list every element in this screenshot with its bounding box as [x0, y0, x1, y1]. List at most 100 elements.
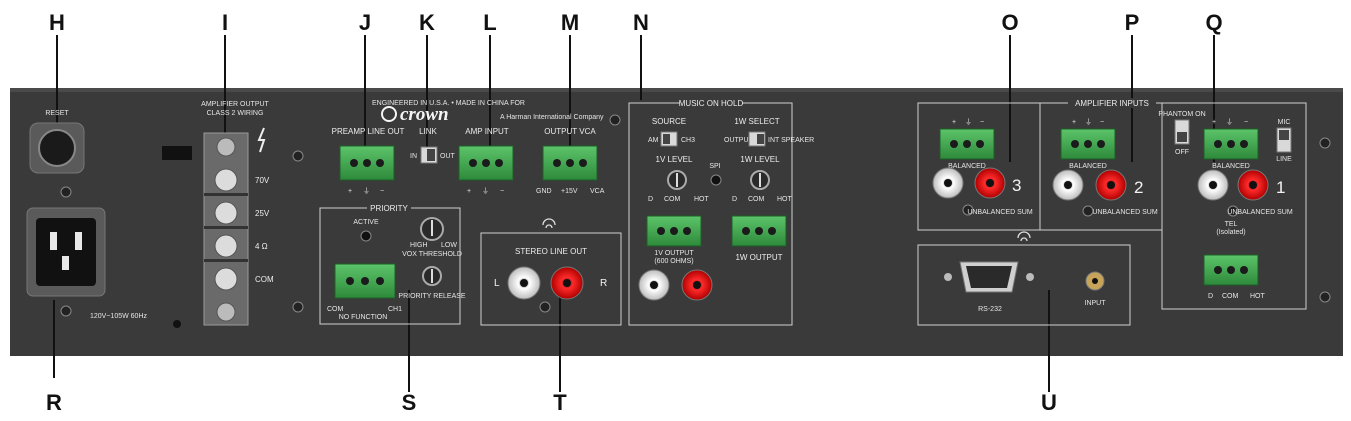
preamp-pin-minus: − — [380, 188, 384, 195]
callout-q: Q — [1205, 10, 1222, 35]
vox-threshold-label: VOX THRESHOLD — [402, 251, 462, 258]
output-screw-terminals — [214, 137, 238, 322]
output-vca-label: OUTPUT VCA — [544, 127, 596, 136]
tel-pin-d: D — [1208, 293, 1213, 300]
power-inlet[interactable] — [36, 218, 96, 286]
amp-pin-minus: − — [500, 188, 504, 195]
brand-logo: crown — [400, 104, 449, 125]
callout-l: L — [483, 10, 496, 35]
link-out-label: OUT — [440, 153, 456, 160]
callout-n: N — [633, 10, 649, 35]
callout-i: I — [222, 10, 228, 35]
vox-low-label: LOW — [441, 242, 457, 249]
in2-balanced-label: BALANCED — [1069, 163, 1107, 170]
spi-led — [710, 174, 722, 186]
reset-label: RESET — [45, 110, 69, 117]
level-1v-label: 1V LEVEL — [656, 155, 693, 164]
reset-button[interactable] — [38, 129, 76, 167]
select-int-speaker-label: INT SPEAKER — [768, 137, 814, 144]
active-led — [360, 230, 372, 242]
high-voltage-icon — [257, 127, 266, 153]
tel-pin-hot: HOT — [1250, 293, 1266, 300]
link-in-label: IN — [410, 153, 417, 160]
input-3-number: 3 — [1012, 176, 1021, 195]
preamp-out-label: PREAMP LINE OUT — [332, 127, 405, 136]
in2-plus: + — [1072, 119, 1076, 126]
mic-label: MIC — [1278, 119, 1291, 126]
callout-p: P — [1125, 10, 1140, 35]
in1-unbalanced-label: UNBALANCED SUM — [1227, 209, 1293, 216]
out1v-pin-d: D — [648, 196, 653, 203]
out1v-pin-hot: HOT — [694, 196, 710, 203]
callout-k: K — [419, 10, 435, 35]
out1v-pin-com: COM — [664, 196, 681, 203]
in2-gnd: ⏚ — [1085, 118, 1092, 126]
tap-70v-label: 70V — [255, 176, 270, 185]
music-on-hold-label: MUSIC ON HOLD — [679, 99, 744, 108]
callout-letters: H I J K L M N O P Q R S T U — [46, 10, 1223, 415]
priority-label: PRIORITY — [370, 204, 408, 213]
tap-4ohm-label: 4 Ω — [255, 242, 268, 251]
wireless-icon-2 — [1017, 231, 1031, 242]
vca-gnd-label: GND — [536, 188, 552, 195]
amp-pin-gnd: ⏚ — [482, 187, 489, 195]
link-label: LINK — [419, 127, 437, 136]
tel-label: TEL — [1225, 221, 1238, 228]
tap-25v-label: 25V — [255, 209, 270, 218]
priority-pin-ch1: CH1 — [388, 306, 402, 313]
source-ch3-label: CH3 — [681, 137, 695, 144]
tel-sub-label: (Isolated) — [1216, 229, 1245, 236]
line-label: LINE — [1276, 156, 1292, 163]
terminal-4ohm[interactable] — [214, 234, 238, 258]
amp-output-label: AMPLIFIER OUTPUT — [201, 101, 269, 108]
preamp-pin-gnd: ⏚ — [363, 187, 370, 195]
callout-u: U — [1041, 390, 1057, 415]
amp-output-sub-label: CLASS 2 WIRING — [207, 110, 264, 117]
input-2-number: 2 — [1134, 178, 1143, 197]
callout-t: T — [553, 390, 567, 415]
in2-unbalanced-label: UNBALANCED SUM — [1092, 209, 1158, 216]
harman-label: A Harman International Company — [500, 114, 604, 121]
input-3-balanced-connector[interactable] — [939, 128, 995, 160]
active-label: ACTIVE — [353, 219, 379, 226]
right-label: R — [600, 278, 607, 289]
in1-balanced-label: BALANCED — [1212, 163, 1250, 170]
out-1v-label: 1V OUTPUT — [654, 250, 694, 257]
out1w-pin-hot: HOT — [777, 196, 793, 203]
in3-minus: − — [980, 119, 984, 126]
engineered-label: ENGINEERED IN U.S.A. • MADE IN CHINA FOR — [372, 100, 525, 107]
rs232-section — [917, 244, 1131, 326]
terminal-com[interactable] — [214, 267, 238, 291]
in2-minus: − — [1100, 119, 1104, 126]
phantom-off-label: OFF — [1175, 149, 1189, 156]
callout-r: R — [46, 390, 62, 415]
tap-com-label: COM — [255, 275, 274, 284]
terminal-70v[interactable] — [214, 168, 238, 192]
amp-input-label: AMP INPUT — [465, 127, 509, 136]
stereo-line-out-label: STEREO LINE OUT — [515, 247, 587, 256]
callout-j: J — [359, 10, 371, 35]
terminal-25v[interactable] — [214, 201, 238, 225]
stereo-out-section — [480, 232, 622, 326]
source-am-label: AM — [648, 137, 659, 144]
out-1w-label: 1W OUTPUT — [735, 253, 782, 262]
out1w-pin-com: COM — [748, 196, 765, 203]
priority-release-label: PRIORITY RELEASE — [398, 293, 466, 300]
vca-vca-label: VCA — [590, 188, 605, 195]
in1-plus: + — [1212, 119, 1216, 126]
source-label: SOURCE — [652, 117, 686, 126]
in3-plus: + — [952, 119, 956, 126]
select-1w-label: 1W SELECT — [734, 117, 779, 126]
rs232-label: RS-232 — [978, 306, 1002, 313]
callout-o: O — [1001, 10, 1018, 35]
preamp-pin-plus: + — [348, 188, 352, 195]
out1w-pin-d: D — [732, 196, 737, 203]
crown-logo-icon — [381, 106, 397, 122]
out-1v-sub-label: (600 OHMS) — [654, 258, 693, 265]
priority-pin-com: COM — [327, 306, 344, 313]
in3-balanced-label: BALANCED — [948, 163, 986, 170]
tel-pin-com: COM — [1222, 293, 1239, 300]
select-output-label: OUTPUT — [724, 137, 754, 144]
out-1w-connector[interactable] — [731, 215, 787, 247]
